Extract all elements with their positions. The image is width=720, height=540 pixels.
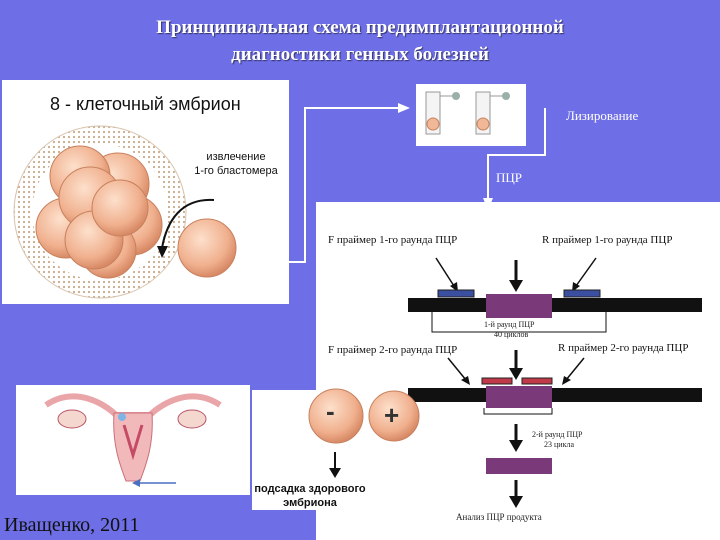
r-primer-2: [521, 377, 553, 385]
uterus-panel: [16, 385, 250, 495]
embryo-heading: 8 - клеточный эмбрион: [50, 94, 241, 114]
pcr-label: ПЦР: [496, 170, 523, 185]
round2-line-1: 2-й раунд ПЦР: [532, 430, 583, 439]
extraction-label: извлечение 1-го бластомера: [186, 150, 286, 178]
dna-strand-1: [408, 298, 702, 312]
embryo-marker: [118, 413, 126, 421]
extraction-arrow: [161, 198, 215, 249]
r-primer-2-label: R праймер 2-го раунда ПЦР: [558, 342, 689, 354]
pcr-panel: F праймер 1-го раунда ПЦР R праймер 1-го…: [316, 202, 720, 540]
round2-label: 2-й раунд ПЦР 23 цикла: [532, 430, 582, 450]
transfer-label: подсадка здорового эмбриона: [252, 482, 368, 510]
transfer-line-1: подсадка здорового: [254, 483, 366, 495]
r-primer-1: [563, 289, 601, 298]
result-cells: [308, 388, 420, 444]
plus-sign: +: [384, 400, 400, 430]
ovary-icon: [57, 409, 87, 429]
round1-line-1: 1-й раунд ПЦР: [484, 320, 535, 329]
blastomere: [91, 179, 149, 237]
pcr-illustration: [408, 257, 702, 508]
tubes-panel: [416, 84, 526, 146]
minus-sign: -: [326, 396, 335, 426]
f-primer-2: [481, 377, 513, 385]
extracted-blastomere: [177, 218, 237, 278]
extraction-line-2: 1-го бластомера: [194, 165, 278, 177]
author-credit: Иващенко, 2011: [4, 514, 140, 536]
transfer-arrow: [329, 452, 341, 478]
result-panel: [252, 390, 316, 510]
round1-line-2: 40 циклов: [494, 330, 529, 339]
analysis-label: Анализ ПЦР продукта: [456, 512, 542, 522]
f-primer-2-label: F праймер 2-го раунда ПЦР: [328, 344, 458, 356]
embryo-panel: 8 - клеточный эмбрион извлечение 1-го бл…: [2, 80, 289, 304]
round1-label: 1-й раунд ПЦР 40 циклов: [484, 320, 534, 340]
f-primer-1-label: F праймер 1-го раунда ПЦР: [328, 234, 458, 246]
r-primer-1-label: R праймер 1-го раунда ПЦР: [542, 234, 673, 246]
f-primer-1: [437, 289, 475, 298]
dna-segment-1: [486, 294, 552, 318]
page-title: Принципиальная схема предимплантационной…: [0, 14, 720, 68]
extraction-line-1: извлечение: [206, 151, 266, 163]
unhealthy-embryo-cell: [308, 388, 364, 444]
uterus-illustration: [44, 393, 222, 487]
dna-segment-2: [486, 386, 552, 408]
round2-line-2: 23 цикла: [544, 440, 574, 449]
dna-strand-2: [408, 388, 702, 402]
ovary-icon: [177, 409, 207, 429]
title-line-2: диагностики генных болезней: [231, 44, 489, 65]
tubes-illustration: [425, 91, 510, 135]
transfer-line-2: эмбриона: [283, 497, 337, 509]
embryo-illustration: [13, 125, 237, 299]
title-line-1: Принципиальная схема предимплантационной: [156, 17, 564, 38]
lysis-label: Лизирование: [566, 108, 639, 123]
pcr-product: [486, 458, 552, 474]
healthy-embryo-cell: [368, 390, 420, 442]
